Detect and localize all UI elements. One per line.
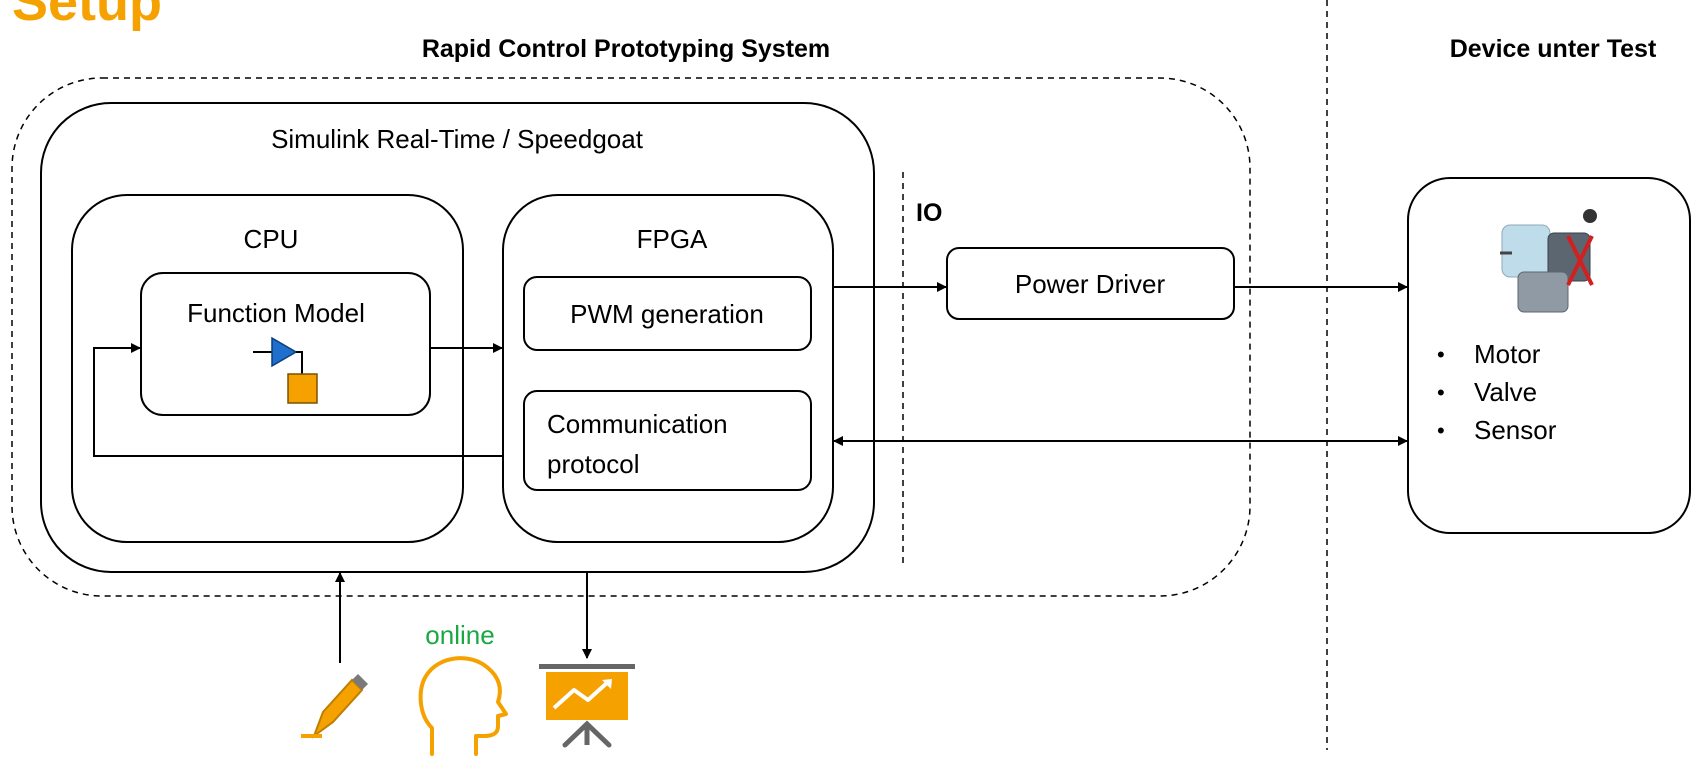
page-title: Setup [12,0,162,32]
pencil-icon [301,674,368,739]
function-model-box [140,272,431,416]
dut-bullet-valve: Valve [1474,377,1537,407]
pwm-generation-label: PWM generation [570,299,764,329]
power-driver-box [946,247,1235,320]
dut-bullet-motor: Motor [1474,339,1541,369]
power-driver-label: Power Driver [1015,269,1166,299]
cpu-label: CPU [244,224,299,254]
pwm-generation-box [523,276,812,351]
dut-bullet-sensor: Sensor [1474,415,1557,445]
gain-block-icon [253,336,318,404]
communication-label-line2: protocol [547,449,640,479]
fpga-label: FPGA [637,224,708,254]
function-model-label: Function Model [187,298,365,328]
communication-protocol-box [523,390,812,491]
bullet-dot: • [1437,342,1445,367]
dut-title: Device unter Test [1450,35,1657,63]
bullet-dot: • [1437,418,1445,443]
simulink-label: Simulink Real-Time / Speedgoat [271,124,644,154]
rcp-system-title: Rapid Control Prototyping System [422,35,830,63]
io-label: IO [916,199,942,227]
device-image-icon [1500,209,1597,313]
dut-bullet-list: • Motor • Valve • Sensor [1437,339,1557,445]
human-head-icon [418,656,508,756]
rcp-system-boundary [11,77,1251,597]
feedback-loop-arrow [93,343,503,457]
online-label: online [425,620,494,650]
dut-box [1407,177,1691,534]
communication-label-line1: Communication [547,409,728,439]
bullet-dot: • [1437,380,1445,405]
presentation-chart-icon [539,664,635,748]
